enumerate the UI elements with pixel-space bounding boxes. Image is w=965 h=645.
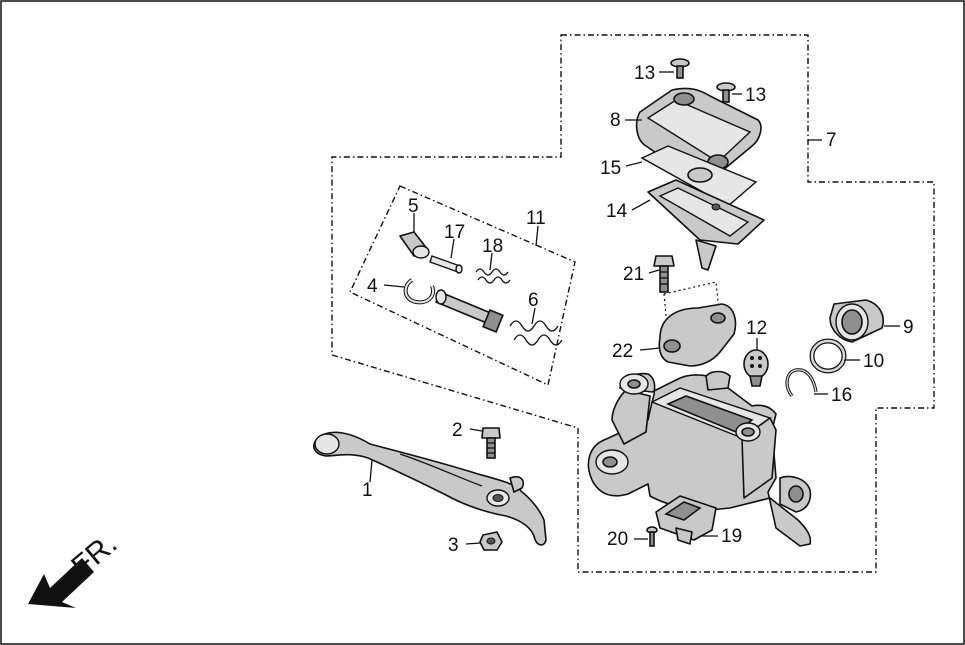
handlebar-clamp: [658, 303, 737, 367]
callout-3: 3: [448, 535, 459, 556]
callout-18: 18: [482, 236, 503, 257]
spring-clip: [785, 368, 818, 397]
callout-2: 2: [452, 420, 463, 441]
callout-14: 14: [606, 201, 628, 222]
master-cylinder-body: [587, 370, 812, 547]
piston: [435, 289, 504, 334]
push-rod: [429, 255, 463, 274]
brake-switch: [655, 495, 717, 545]
cap-screw-right: [716, 82, 736, 103]
callout-11: 11: [526, 208, 546, 229]
callout-16: 16: [831, 385, 852, 406]
callout-21: 21: [623, 264, 644, 285]
lever-nut: [479, 531, 503, 551]
callout-17: 17: [444, 222, 465, 243]
callout-13-right: 13: [745, 85, 766, 106]
o-ring: [809, 338, 847, 374]
cap-screw-left: [670, 58, 690, 79]
dust-boot: [829, 299, 884, 343]
callout-15: 15: [600, 158, 621, 179]
callout-4: 4: [367, 276, 378, 297]
switch-plug: [743, 349, 769, 387]
assembly-7-boundary: [331, 34, 935, 573]
kit-11-boundary: [349, 185, 576, 387]
callout-8: 8: [610, 110, 621, 131]
callout-10: 10: [863, 351, 884, 372]
callout-12: 12: [746, 318, 767, 339]
callout-7: 7: [826, 130, 837, 151]
return-spring: [509, 320, 563, 346]
callout-6: 6: [528, 290, 539, 311]
front-direction-arrow-icon: [28, 558, 94, 608]
pivot-bolt: [481, 427, 501, 459]
reservoir-diaphragm: [647, 179, 765, 271]
clamp-bolt: [653, 255, 675, 293]
callout-13-left: 13: [634, 63, 655, 84]
callout-9: 9: [903, 317, 914, 338]
callout-1: 1: [362, 480, 373, 501]
piston-boot: [399, 231, 430, 259]
brake-lever: [313, 431, 547, 546]
callout-5: 5: [408, 196, 419, 217]
callout-19: 19: [721, 526, 742, 547]
circlip: [403, 278, 435, 305]
switch-screw: [646, 526, 658, 547]
callout-20: 20: [607, 529, 628, 550]
callout-22: 22: [612, 341, 633, 362]
small-spring: [475, 268, 511, 284]
